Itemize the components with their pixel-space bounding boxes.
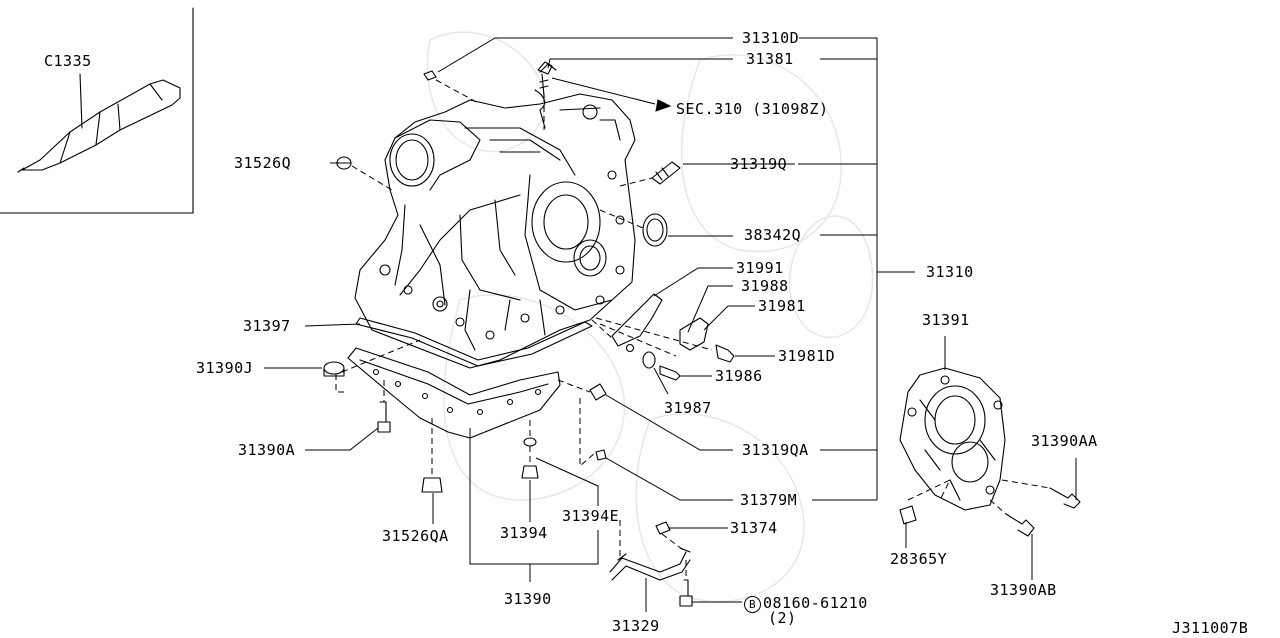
bolt-08160-icon bbox=[679, 579, 693, 607]
arrow-icon bbox=[655, 99, 672, 112]
part-label-31394[interactable]: 31394 bbox=[500, 524, 548, 542]
drain-plug-icon bbox=[421, 477, 443, 493]
bolt-31981d-icon bbox=[715, 344, 735, 363]
part-31374-icon bbox=[655, 521, 671, 535]
part-label-31390a[interactable]: 31390A bbox=[238, 441, 296, 459]
pin-31986-icon bbox=[659, 365, 681, 381]
bolt-31390ab-icon bbox=[1005, 513, 1035, 537]
part-label-31390ab[interactable]: 31390AB bbox=[990, 581, 1057, 599]
part-31394-icon bbox=[521, 465, 539, 479]
oil-seal-icon bbox=[642, 213, 668, 247]
bolt-marker-b-icon: B bbox=[744, 596, 761, 613]
diagram-code: J311007B bbox=[1172, 619, 1249, 637]
part-label-31390[interactable]: 31390 bbox=[504, 590, 552, 608]
part-number-08160-61210: 08160-61210 bbox=[763, 594, 868, 612]
sealant-tube-icon bbox=[17, 79, 181, 173]
part-label-c1335[interactable]: C1335 bbox=[44, 52, 92, 70]
part-label-31391[interactable]: 31391 bbox=[922, 311, 970, 329]
part-label-31390aa[interactable]: 31390AA bbox=[1031, 432, 1098, 450]
part-label-38342q[interactable]: 38342Q bbox=[744, 226, 802, 244]
side-cover-drawing bbox=[899, 367, 1006, 511]
part-label-31310d[interactable]: 31310D bbox=[742, 29, 800, 47]
quantity-label: (2) bbox=[768, 609, 797, 627]
part-label-31981d[interactable]: 31981D bbox=[778, 347, 836, 365]
part-label-31374[interactable]: 31374 bbox=[730, 519, 778, 537]
part-label-31329[interactable]: 31329 bbox=[612, 617, 660, 635]
part-label-31397[interactable]: 31397 bbox=[243, 317, 291, 335]
tube-bracket-icon bbox=[609, 547, 691, 581]
inset-frame bbox=[0, 7, 194, 214]
sensor-31319qa-icon bbox=[589, 383, 607, 401]
transmission-case-drawing bbox=[354, 63, 636, 369]
oil-pan-drawing bbox=[347, 347, 561, 439]
part-label-31319q[interactable]: 31319Q bbox=[730, 155, 788, 173]
section-link-sec310[interactable]: SEC.310 (31098Z) bbox=[676, 100, 829, 118]
brand-watermark bbox=[426, 31, 874, 603]
bracket-31988-icon bbox=[679, 317, 709, 351]
part-label-31394e[interactable]: 31394E bbox=[562, 507, 620, 525]
clip-31379m-icon bbox=[595, 449, 607, 461]
part-label-31381[interactable]: 31381 bbox=[746, 50, 794, 68]
part-label-31319qa[interactable]: 31319QA bbox=[742, 441, 809, 459]
part-label-31981[interactable]: 31981 bbox=[758, 297, 806, 315]
clip-28365y-icon bbox=[899, 505, 917, 525]
part-label-31988[interactable]: 31988 bbox=[741, 277, 789, 295]
part-label-31986[interactable]: 31986 bbox=[715, 367, 763, 385]
part-label-28365y[interactable]: 28365Y bbox=[890, 550, 948, 568]
gasket-drawing bbox=[355, 317, 593, 367]
sensor-icon bbox=[651, 161, 681, 185]
breather-tube-icon bbox=[537, 61, 553, 97]
part-label-31526q[interactable]: 31526Q bbox=[234, 154, 292, 172]
part-label-31987[interactable]: 31987 bbox=[664, 399, 712, 417]
part-label-31390j[interactable]: 31390J bbox=[196, 359, 254, 377]
part-label-31526qa[interactable]: 31526QA bbox=[382, 527, 449, 545]
plug-icon bbox=[423, 70, 437, 81]
part-label-31310[interactable]: 31310 bbox=[926, 263, 974, 281]
bracket-31991-icon bbox=[611, 293, 663, 347]
part-label-31991[interactable]: 31991 bbox=[736, 259, 784, 277]
grommet-icon bbox=[323, 361, 345, 375]
part-label-31379m[interactable]: 31379M bbox=[740, 491, 798, 509]
ring-31987-icon bbox=[642, 351, 656, 369]
bolt-31390a-icon bbox=[377, 401, 391, 433]
